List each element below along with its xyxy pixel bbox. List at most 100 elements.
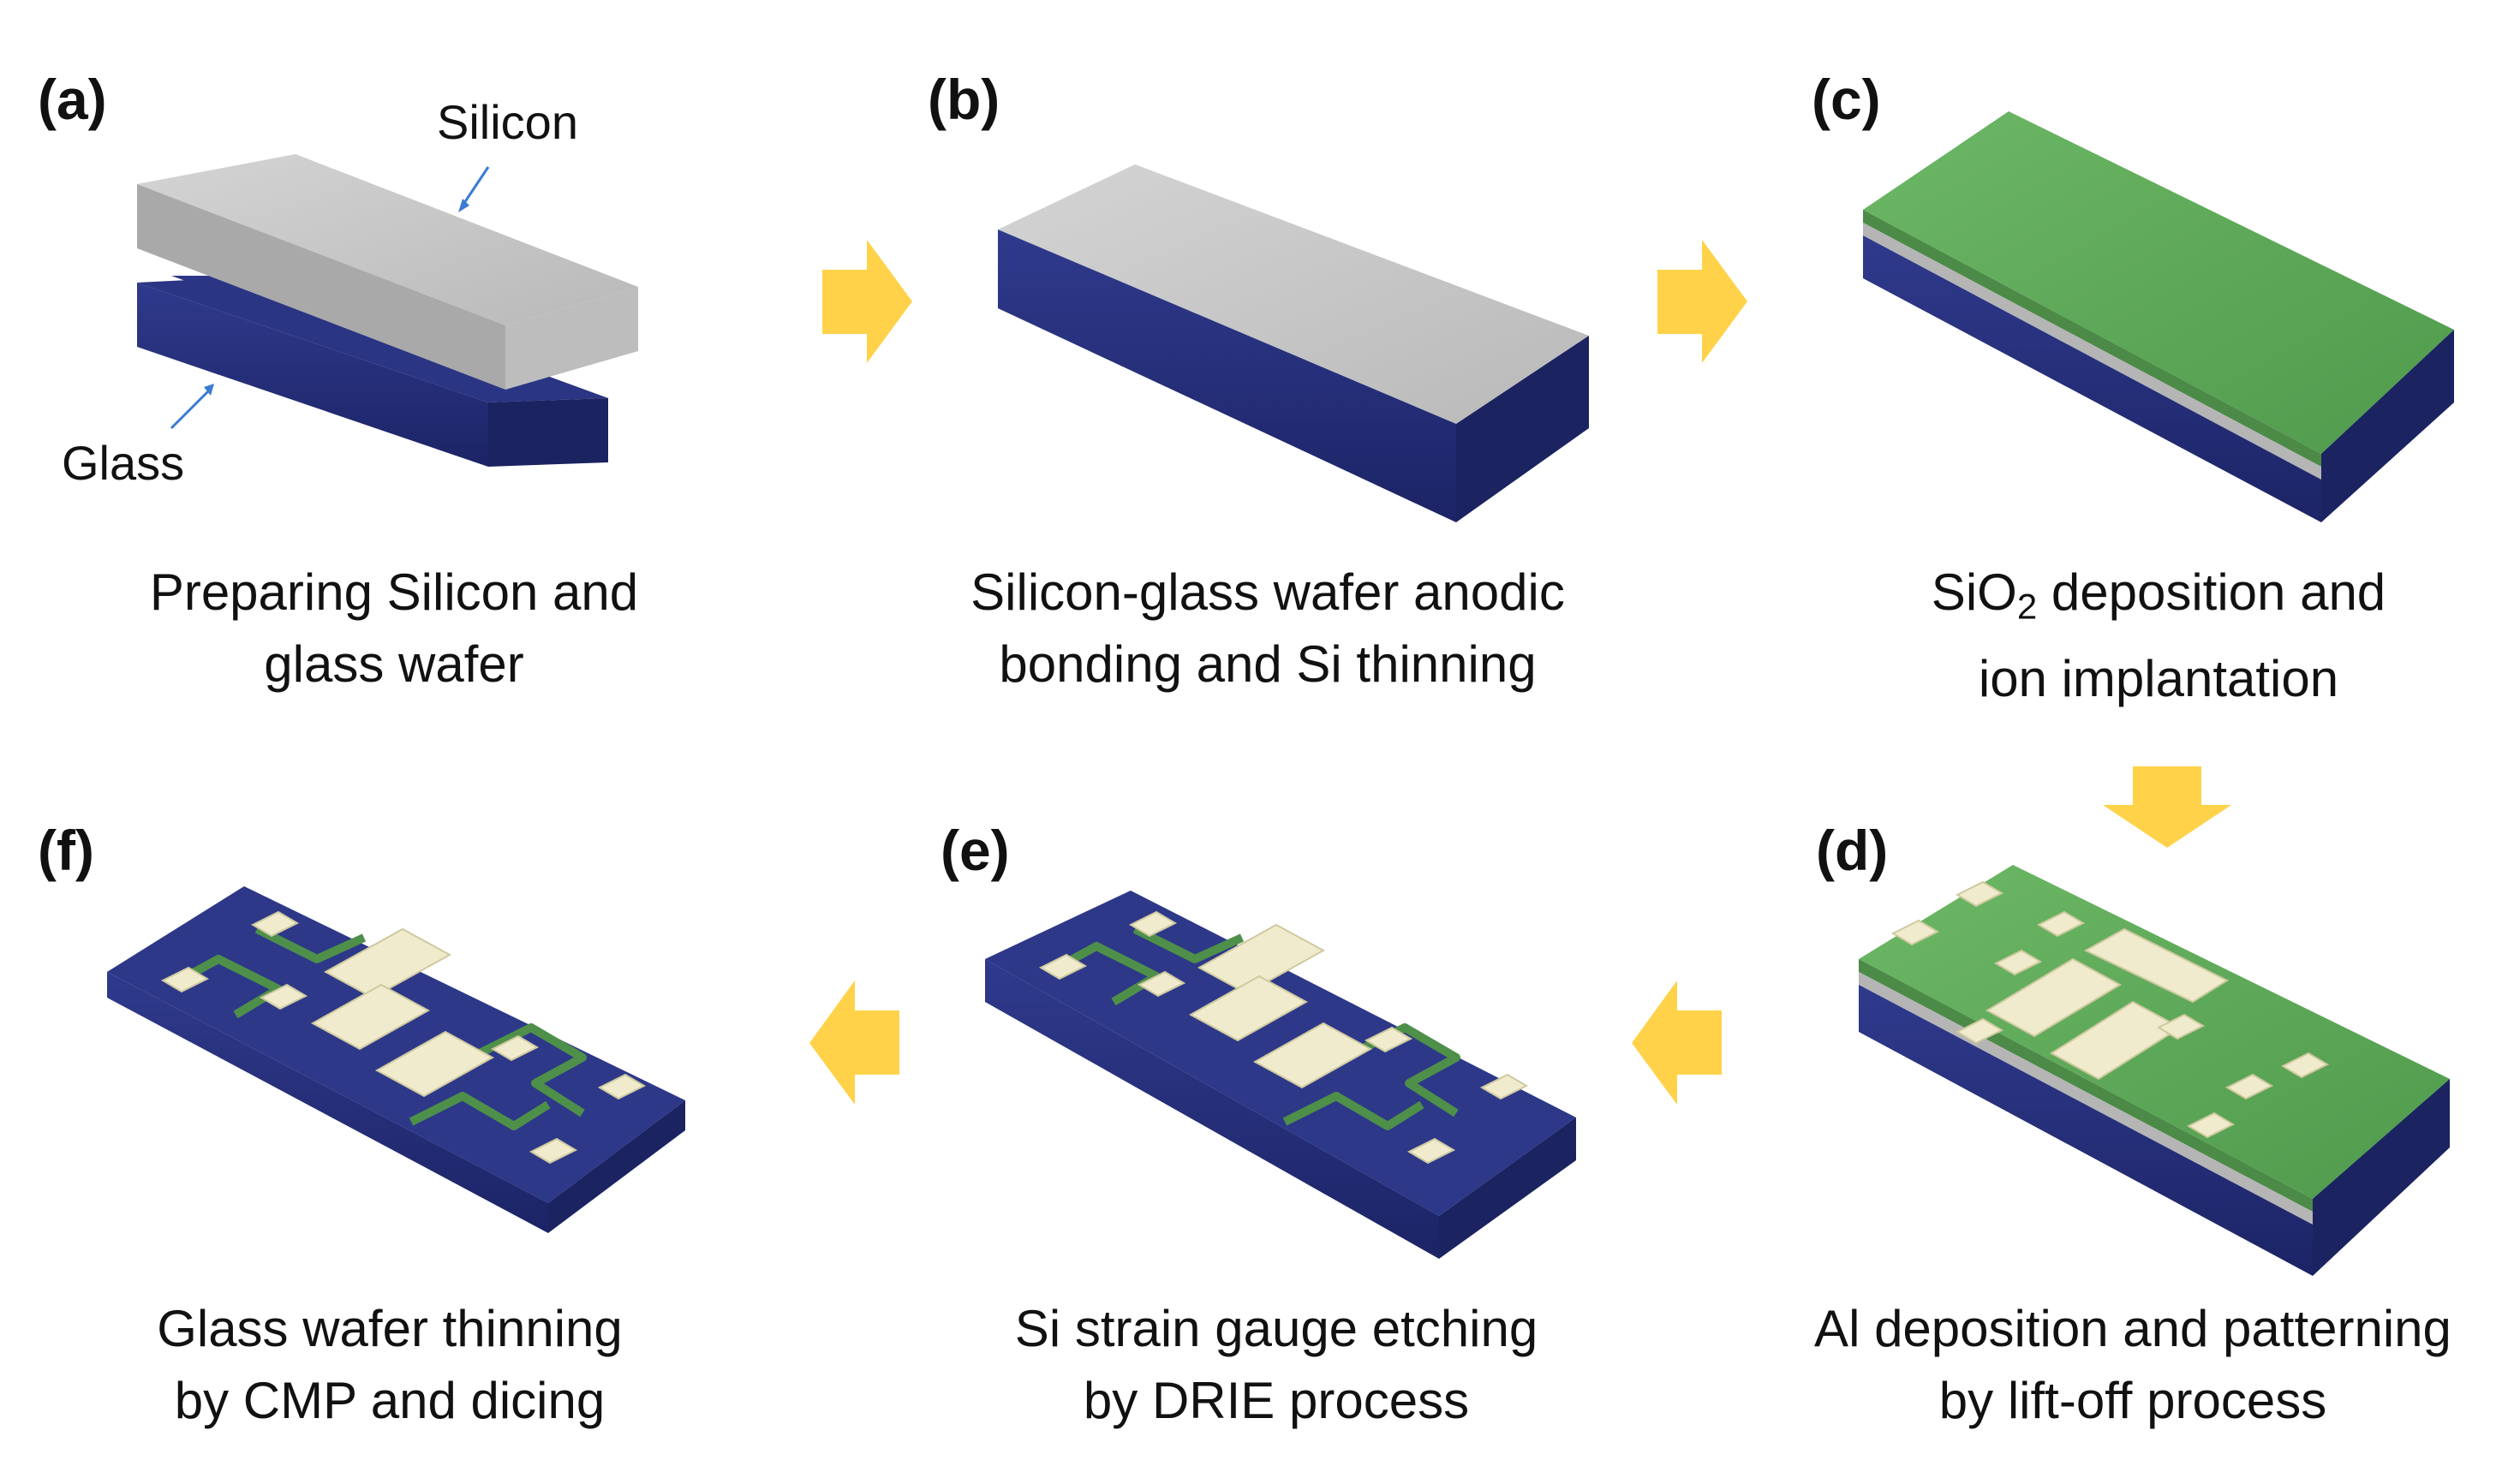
panel-b-artwork: [998, 164, 1589, 522]
aluminum-pads-d: [1890, 880, 2330, 1139]
glass-base-e-front: [985, 959, 1439, 1259]
silicon-layer-c-front: [1863, 223, 2321, 480]
al-pad-d-10: [2280, 1052, 2330, 1079]
al-pad-e-2: [1128, 910, 1178, 938]
caption-d: Al deposition and patterning by lift-off…: [1747, 1293, 2518, 1437]
al-pad-d-1: [1890, 919, 1940, 946]
al-pad-e-1: [1038, 953, 1088, 980]
al-pad-e-5: [1188, 974, 1309, 1042]
oxide-layer-c-front: [1863, 210, 2321, 467]
silicon-wafer-a-side: [505, 287, 638, 390]
caption-b: Silicon-glass wafer anodic bonding and S…: [882, 557, 1653, 700]
glass-layer-c-side: [2321, 330, 2454, 522]
al-pad-e-6: [1252, 1022, 1373, 1089]
glass-layer-d-side: [2313, 1079, 2450, 1276]
al-pad-d-12: [2186, 1111, 2236, 1139]
caption-c-rest: deposition and: [2037, 563, 2386, 621]
al-pad-f-1: [160, 966, 210, 993]
panel-label-e: (e): [941, 819, 1010, 882]
glass-layer-d-front: [1859, 985, 2313, 1276]
caption-b-line2: bonding and Si thinning: [999, 635, 1537, 693]
al-pad-d-8: [2156, 1013, 2206, 1040]
panel-label-b: (b): [928, 68, 1000, 131]
caption-b-line1: Silicon-glass wafer anodic: [970, 563, 1565, 621]
silicon-label: Silicon: [437, 95, 578, 149]
al-pad-d-9: [2224, 1073, 2274, 1100]
caption-c-line2: ion implantation: [1978, 649, 2339, 707]
aluminum-pads-e: [1038, 910, 1529, 1165]
al-pad-d-11: [1955, 1017, 2004, 1045]
panel-d-artwork: [1859, 865, 2450, 1276]
aluminum-pads-f: [160, 910, 647, 1165]
glass-wafer-a-side: [488, 398, 608, 467]
caption-c-subscript: 2: [2016, 586, 2038, 627]
al-pad-e-3: [1137, 970, 1186, 998]
al-pad-d-3: [1993, 949, 2043, 976]
caption-c: SiO2 deposition and ion implantation: [1799, 557, 2518, 715]
caption-d-line1: Al deposition and patterning: [1814, 1300, 2451, 1357]
caption-f-line2: by CMP and dicing: [174, 1372, 606, 1429]
al-pad-f-9: [528, 1137, 578, 1165]
al-pad-f-2: [250, 910, 300, 938]
flow-arrow-c-to-d: [2103, 766, 2231, 848]
caption-e-line1: Si strain gauge etching: [1014, 1300, 1538, 1357]
glass-base-e-side: [1439, 1117, 1576, 1259]
al-pad-f-3: [259, 983, 308, 1010]
panel-label-c: (c): [1812, 68, 1881, 131]
caption-f-line1: Glass wafer thinning: [157, 1300, 623, 1357]
flow-arrow-b-to-c: [1657, 240, 1747, 363]
trace-e-2: [1132, 925, 1245, 963]
caption-c-line1: SiO2 deposition and: [1799, 557, 2518, 643]
oxide-layer-c-top: [1863, 111, 2454, 454]
al-pad-f-8: [597, 1073, 647, 1100]
caption-a: Preparing Silicon and glass wafer: [51, 557, 737, 700]
caption-a-line1: Preparing Silicon and: [149, 563, 639, 621]
trace-f-4: [409, 1092, 551, 1130]
glass-pointer-head: [204, 384, 214, 396]
caption-a-line2: glass wafer: [264, 635, 524, 693]
al-pad-e-9: [1406, 1137, 1456, 1165]
al-pad-d-7: [2083, 927, 2230, 1004]
glass-pointer: [170, 388, 212, 430]
flow-arrow-d-to-e: [1632, 980, 1722, 1105]
al-pad-e-4: [1197, 923, 1326, 995]
panel-label-d: (d): [1816, 819, 1889, 882]
oxide-layer-d-front: [1859, 959, 2313, 1212]
panel-c-artwork: [1863, 111, 2454, 522]
trace-e-4: [1282, 1092, 1424, 1130]
caption-e: Si strain gauge etching by DRIE process: [891, 1293, 1662, 1437]
glass-base-f-front: [107, 972, 548, 1233]
al-pad-f-5: [310, 983, 431, 1051]
silicon-wafer-b-top: [998, 164, 1589, 424]
trace-f-2: [254, 925, 367, 963]
panel-label-a: (a): [38, 68, 107, 131]
glass-layer-c-front: [1863, 235, 2321, 522]
panel-a-artwork: [137, 154, 638, 467]
glass-wafer-a-front: [137, 283, 488, 467]
al-pad-f-6: [374, 1030, 495, 1098]
al-pad-d-5: [1985, 957, 2123, 1038]
al-pad-d-4: [2036, 910, 2086, 938]
panel-f-artwork: [107, 886, 685, 1233]
glass-label: Glass: [62, 436, 185, 490]
al-pad-d-2: [1955, 880, 2004, 908]
glass-wafer-b-front: [998, 229, 1456, 522]
caption-f: Glass wafer thinning by CMP and dicing: [47, 1293, 732, 1437]
al-pad-f-7: [490, 1034, 540, 1062]
caption-d-line2: by lift-off process: [1938, 1372, 2327, 1429]
flow-arrow-a-to-b: [822, 240, 912, 363]
silicon-wafer-a-front: [137, 184, 505, 390]
glass-base-f-side: [548, 1100, 685, 1233]
al-pad-f-4: [323, 927, 452, 999]
silicon-wafer-a-top: [137, 154, 638, 325]
flow-arrow-e-to-f: [809, 980, 899, 1105]
panel-label-f: (f): [38, 819, 94, 882]
glass-base-f-top: [107, 886, 685, 1203]
silicon-pointer: [461, 166, 490, 206]
panel-e-artwork: [985, 891, 1576, 1259]
trace-f-3: [477, 1023, 587, 1117]
caption-c-sio: SiO: [1931, 563, 2017, 621]
glass-wafer-b-side: [1456, 336, 1589, 522]
al-pad-e-7: [1364, 1026, 1413, 1053]
